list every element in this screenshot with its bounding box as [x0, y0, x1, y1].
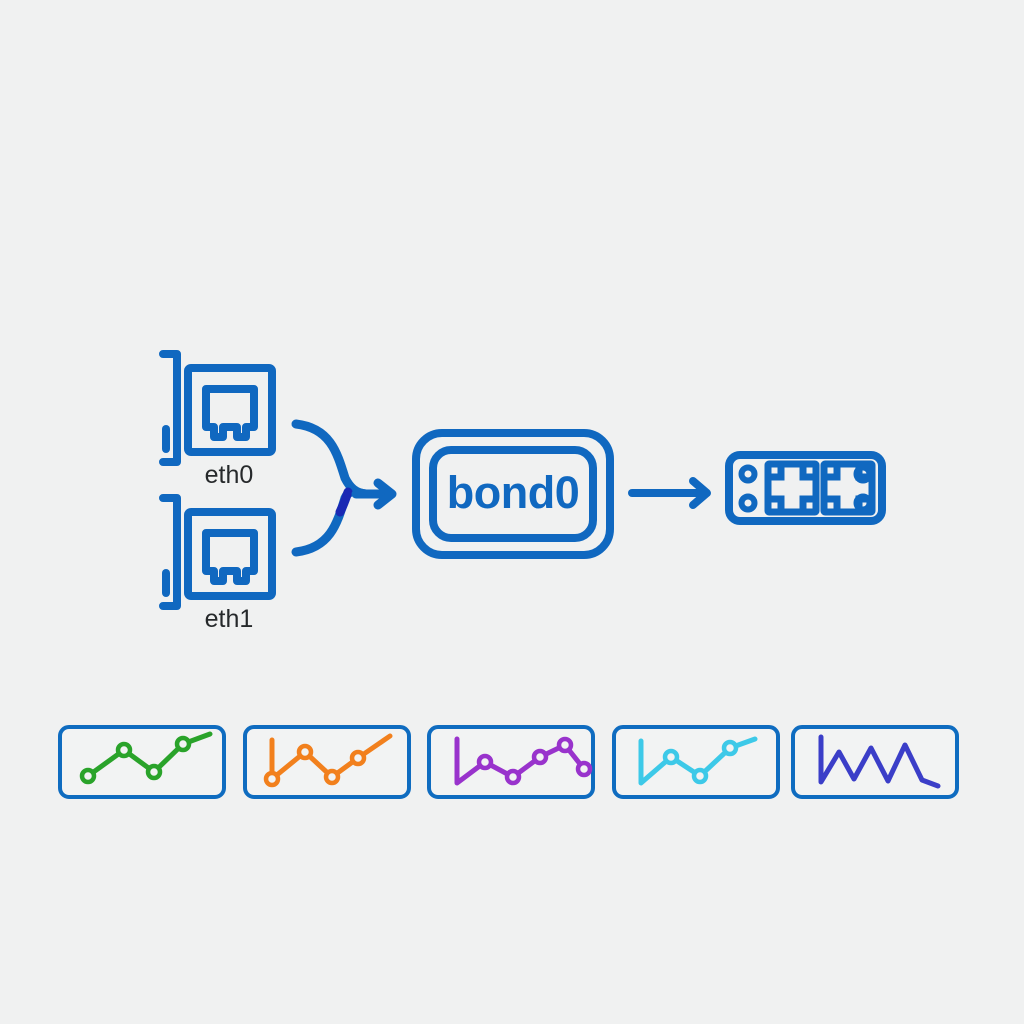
sparkline-card-purple[interactable]	[427, 725, 595, 799]
merge-curve-accent	[335, 487, 353, 517]
sparkline-card-frame	[243, 725, 411, 799]
merge-curves-arrow-icon	[291, 419, 397, 557]
bond0-outer-rect-icon	[412, 429, 614, 559]
nic-card-body-icon	[184, 508, 276, 600]
outlet-port-2-frame	[820, 460, 876, 516]
sparkline-marker	[556, 736, 574, 754]
sparkline-card-frame	[791, 725, 959, 799]
sparkline-marker	[263, 770, 281, 788]
arrow-right-icon	[628, 477, 711, 509]
sparkline-card-indigo[interactable]	[791, 725, 959, 799]
network-wall-outlet-icon[interactable]	[725, 451, 886, 525]
nic-label-eth0: eth0	[205, 461, 254, 489]
merge-arrow-head	[373, 478, 397, 510]
sparkline-marker	[145, 763, 163, 781]
sparkline-marker	[115, 741, 133, 759]
nic-eth0-group[interactable]: eth0	[159, 350, 276, 489]
uplink-arrow-head	[689, 477, 711, 509]
sparkline-marker	[504, 768, 522, 786]
sparkline-cards-row	[58, 725, 959, 799]
nic-label-eth1: eth1	[205, 605, 254, 633]
outlet-port-2-icon[interactable]	[820, 460, 876, 516]
sparkline-marker	[79, 767, 97, 785]
outlet-screw-icon	[738, 464, 758, 484]
sparkline-marker	[323, 768, 341, 786]
sparkline-marker	[174, 735, 192, 753]
sparkline-card-cyan[interactable]	[612, 725, 780, 799]
nic-eth1-group[interactable]: eth1	[159, 494, 276, 633]
sparkline-marker	[531, 748, 549, 766]
sparkline-marker	[349, 749, 367, 767]
sparkline-card-green[interactable]	[58, 725, 226, 799]
nic-bracket-icon	[159, 350, 181, 466]
merge-curve-bottom	[291, 487, 371, 557]
sparkline-card-orange[interactable]	[243, 725, 411, 799]
outlet-port-1-frame	[764, 460, 820, 516]
sparkline-marker	[691, 767, 709, 785]
outlet-port-1-icon[interactable]	[764, 460, 820, 516]
outlet-port-1-cross	[768, 464, 816, 512]
nic-card-body-icon	[184, 364, 276, 456]
nic-rj45-port-icon	[202, 529, 258, 585]
outlet-faceplate	[725, 451, 886, 525]
sparkline-marker	[296, 743, 314, 761]
bond0-inner-rect-icon	[429, 446, 597, 542]
sparkline-marker	[721, 739, 739, 757]
nic-bracket-icon	[159, 494, 181, 610]
sparkline-card-frame	[427, 725, 595, 799]
nic-rj45-port-icon	[202, 385, 258, 441]
sparkline-marker	[476, 753, 494, 771]
merge-curve-top	[291, 419, 371, 499]
sparkline-marker	[575, 760, 593, 778]
sparkline-marker	[662, 748, 680, 766]
bond0-group[interactable]: bond0	[412, 429, 614, 559]
bond0-label: bond0	[447, 467, 579, 518]
outlet-screw-icon	[738, 493, 758, 513]
outlet-port-2-cross	[824, 464, 872, 512]
sparkline-path	[818, 734, 941, 789]
